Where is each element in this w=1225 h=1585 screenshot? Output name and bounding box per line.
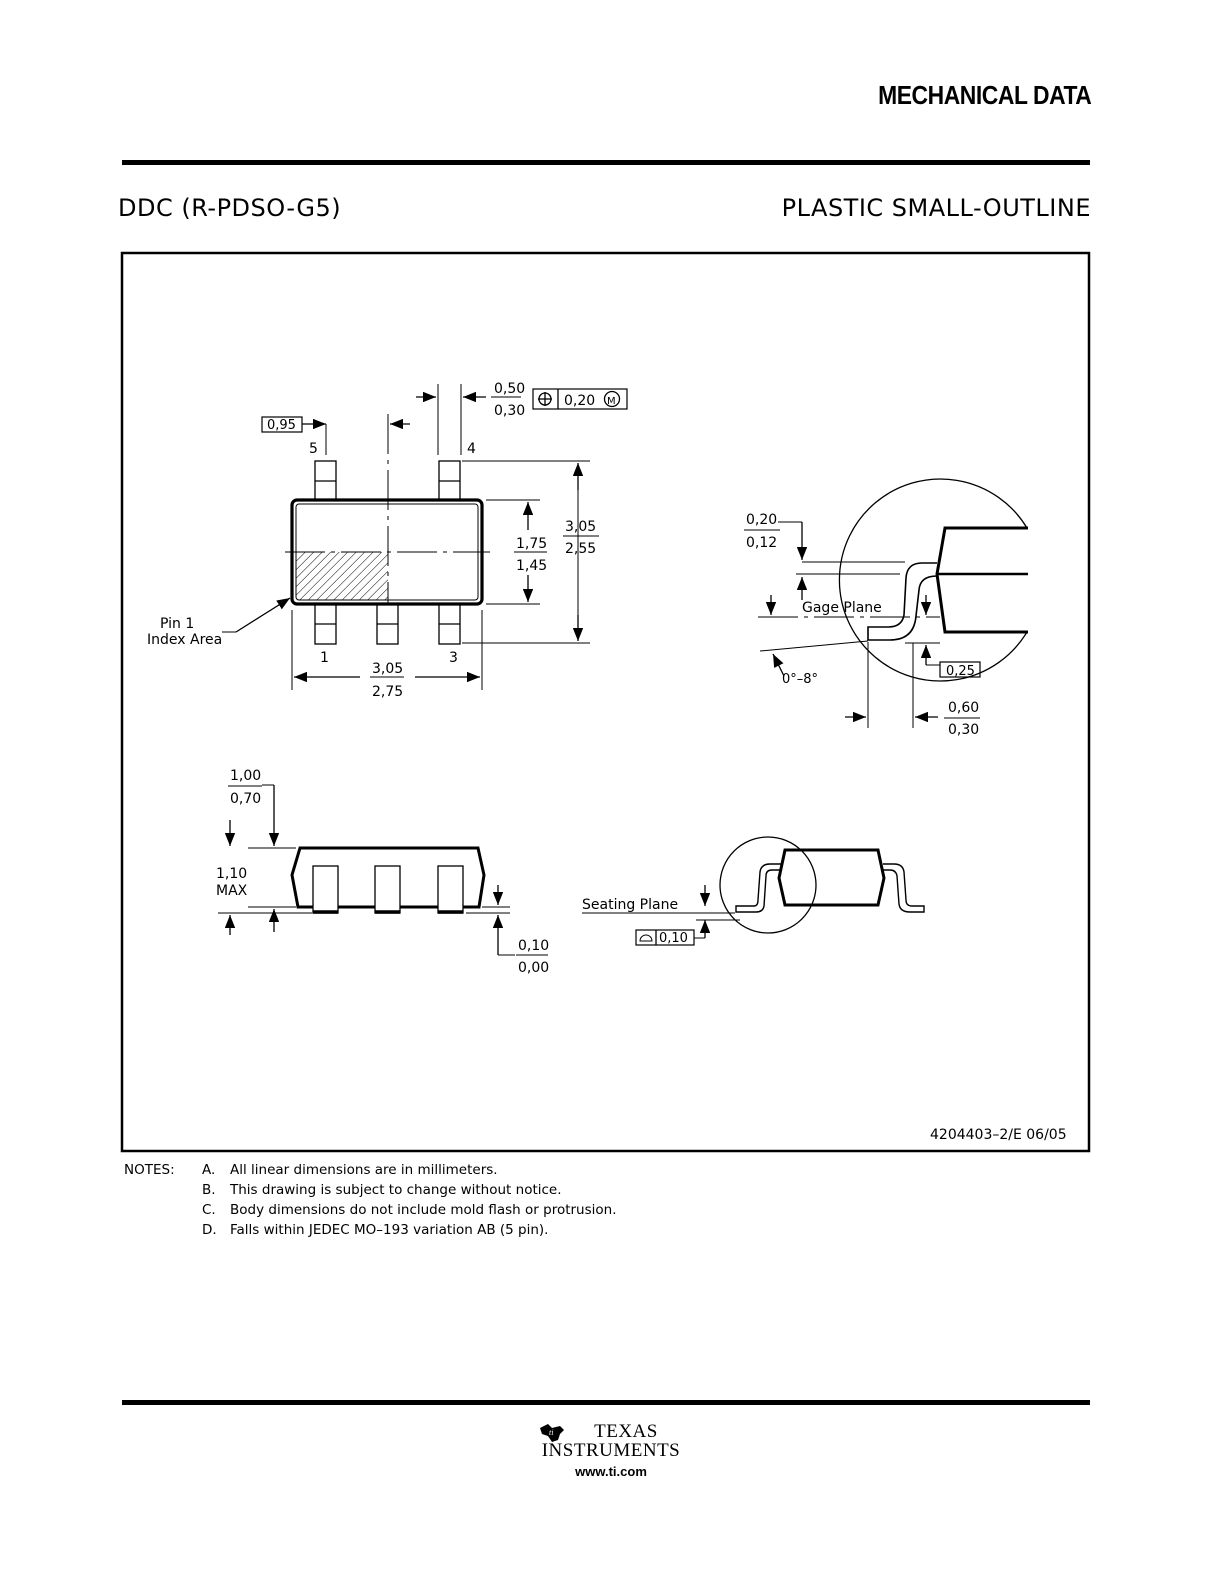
dim-body-width-min: 1,45 (516, 558, 547, 574)
drawing-frame (120, 251, 1091, 1153)
dim-foot-length-max: 0,60 (948, 700, 979, 716)
detail-body (935, 526, 1028, 634)
notes-label: NOTES: (124, 1162, 175, 1178)
ti-logo-icon: ti (540, 1424, 564, 1442)
dim-body-length-min: 2,75 (372, 684, 403, 700)
note-item: A.All linear dimensions are in millimete… (202, 1162, 498, 1178)
lead-profile (867, 562, 938, 641)
dim-height-total: 1,10 (216, 866, 247, 882)
dim-height-body-min: 0,70 (230, 791, 261, 807)
dim-lead-width-min: 0,30 (494, 403, 525, 419)
note-item: C.Body dimensions do not include mold fl… (202, 1202, 617, 1218)
dim-gage-offset: 0,25 (946, 664, 975, 679)
pin-3-label: 3 (449, 650, 458, 666)
drawing-number: 4204403–2/E 06/05 (930, 1127, 1067, 1143)
dim-height-body-max: 1,00 (230, 768, 261, 784)
dim-body-length-max: 3,05 (372, 661, 403, 677)
pin1-label-line2: Index Area (147, 632, 222, 648)
end-view (582, 836, 925, 946)
footer-url[interactable]: www.ti.com (575, 1464, 647, 1479)
pin1-index-area (296, 552, 388, 600)
dim-lead-thick-max: 0,20 (746, 512, 777, 528)
section-title: MECHANICAL DATA (877, 80, 1092, 110)
note-item: B.This drawing is subject to change with… (202, 1182, 562, 1198)
footer: ti TEXAS INSTRUMENTS www.ti.com (536, 1422, 686, 1479)
dim-standoff-min: 0,00 (518, 960, 549, 976)
package-type: PLASTIC SMALL-OUTLINE (781, 194, 1091, 222)
dim-overall-width-min: 2,55 (565, 541, 596, 557)
pin-5-label: 5 (309, 441, 318, 457)
dim-foot-length-min: 0,30 (948, 722, 979, 738)
dim-standoff-max: 0,10 (518, 938, 549, 954)
dim-body-width-max: 1,75 (516, 536, 547, 552)
dim-coplanarity: 0,10 (659, 931, 688, 946)
dim-overall-width-max: 3,05 (565, 519, 596, 535)
dim-pitch: 0,95 (267, 418, 296, 433)
top-view (222, 384, 628, 690)
lead-detail-view (744, 478, 1028, 728)
dim-height-total-note: MAX (216, 883, 248, 899)
top-rule (122, 160, 1090, 165)
dim-position-mod: M (607, 396, 616, 407)
note-item: D.Falls within JEDEC MO–193 variation AB… (202, 1222, 549, 1238)
dim-lead-width-max: 0,50 (494, 381, 525, 397)
gage-plane-label: Gage Plane (802, 600, 882, 616)
brand-name: TEXAS INSTRUMENTS (541, 1421, 681, 1461)
pin-1-label: 1 (320, 650, 329, 666)
dim-angle: 0°–8° (782, 672, 818, 687)
dim-position-tol: 0,20 (564, 393, 595, 409)
seating-plane-label: Seating Plane (582, 897, 678, 913)
dim-lead-thick-min: 0,12 (746, 535, 777, 551)
pin1-label-line1: Pin 1 (160, 616, 194, 632)
pin-4-label: 4 (467, 441, 476, 457)
side-view (218, 784, 548, 956)
bottom-rule (122, 1400, 1090, 1405)
svg-text:ti: ti (549, 1428, 553, 1437)
package-code: DDC (R-PDSO-G5) (118, 194, 342, 222)
